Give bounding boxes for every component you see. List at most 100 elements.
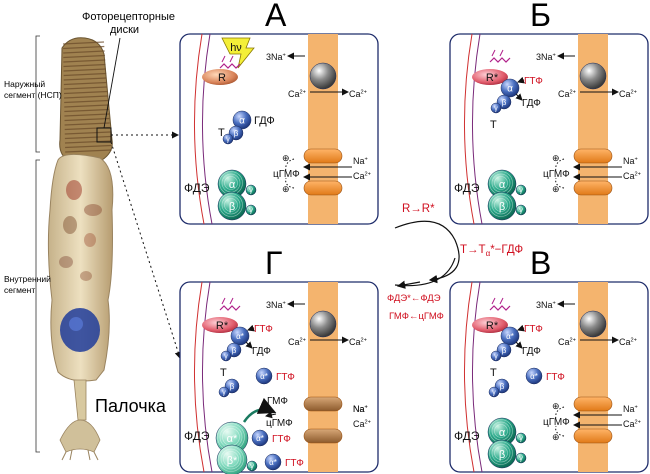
molecule-label: α* (256, 434, 264, 443)
cycle-step-1: R→R* (402, 203, 435, 215)
rhodopsin-active-label: R* (216, 320, 229, 332)
molecule-label: γ (519, 207, 523, 214)
cgmp-label: цГМФ (273, 169, 300, 180)
ca-in-label: Ca2+ (623, 419, 641, 429)
pde-beta: β (217, 191, 247, 221)
transducin-gamma-free: γ (218, 386, 230, 398)
cng-channel-bottom (573, 428, 613, 444)
cycle-step-3a: ФДЭ*←ФДЭ (387, 293, 441, 304)
plus-icon: ⊕ (282, 153, 290, 163)
gtp-arrow (247, 324, 255, 332)
molecule-label: γ (519, 435, 523, 442)
pde-gamma: γ (515, 432, 527, 444)
retinal-chain-icon (219, 55, 241, 69)
molecule-label: γ (249, 207, 253, 214)
cng-channel-top (573, 148, 613, 164)
molecule-label: γ (249, 187, 253, 194)
molecule-label: α (499, 427, 506, 439)
molecule-label: α (507, 84, 513, 95)
cng-channel-top (303, 396, 343, 412)
transducin-alpha: α* (500, 326, 520, 346)
disc-membrane-inner (202, 33, 213, 225)
cng-channel-top (303, 148, 343, 164)
rhodopsin (202, 69, 238, 85)
cgmp-binding-arc (555, 177, 565, 189)
exchanger-ball (579, 310, 607, 338)
molecule-label: α* (530, 372, 538, 381)
na-in-label: Na+ (623, 404, 638, 414)
ca-in-label: Ca2+ (623, 171, 641, 181)
pde-gamma: γ (245, 204, 257, 216)
cng-channel-bottom (303, 180, 343, 196)
pde-alpha: α (217, 169, 247, 199)
retinal-chain-icon (489, 297, 511, 311)
ca-right-label: Ca2+ (349, 89, 367, 99)
gtp-label: ГТФ (524, 76, 543, 87)
disc-membrane-inner (472, 281, 483, 473)
zoom-arrow-D (110, 141, 182, 359)
cycle-arrows: R→R* T→Tα*−ГДФ ФДЭ*←ФДЭ ГМФ←цГМФ (387, 203, 523, 322)
ca-right-label: Ca2+ (349, 337, 367, 347)
rhodopsin-active (472, 69, 508, 85)
cng-channel-bottom (573, 180, 613, 196)
panel-letter-C: В (530, 245, 551, 281)
panel-A: 3Na+Ca2+Ca2+Na+Ca2+цГМФ⊕⊕ФДЭhνRαβγГДФТαβ… (179, 33, 379, 225)
disc-membrane-inner (202, 281, 213, 473)
disc-membrane-outer (464, 281, 475, 473)
molecule-label: α (499, 179, 506, 191)
ca-left-label: Ca2+ (558, 337, 576, 347)
na-in-label: Na+ (353, 404, 368, 414)
ca-left-label: Ca2+ (288, 89, 306, 99)
transducin-gamma: γ (220, 350, 232, 362)
gtp-label: ГТФ (254, 324, 273, 335)
gtp-label: ГТФ (276, 372, 295, 383)
gtp-label: ГТФ (524, 324, 543, 335)
rhodopsin-label: R (218, 72, 226, 84)
molecule-label: α* (227, 433, 238, 445)
pde-gamma: γ (245, 184, 257, 196)
molecule-label: α (239, 116, 245, 127)
rod-cell-illustration (47, 37, 114, 461)
pde-gamma: γ (515, 452, 527, 464)
cycle-step-3b: ГМФ←цГМФ (389, 311, 444, 322)
molecule-label: β (229, 201, 235, 213)
molecule-label: β (502, 346, 507, 355)
transducin-alpha-active: α* (525, 367, 543, 385)
segment-brackets (35, 35, 40, 453)
gmp-conversion-arrow (242, 397, 277, 423)
pde-label: ФДЭ (454, 429, 480, 443)
molecule-label: β (500, 382, 505, 391)
plasma-membrane (308, 282, 338, 472)
retinal-chain-icon (489, 49, 511, 63)
na3-label: 3Na+ (266, 52, 286, 62)
plus-icon: ⊕ (552, 153, 560, 163)
rod-label: Палочка (95, 396, 167, 416)
pde-gamma: γ (515, 184, 527, 196)
cgmp-binding-arc (285, 177, 295, 189)
pde-gamma: γ (515, 204, 527, 216)
panel-B: 3Na+Ca2+Ca2+Na+Ca2+цГМФ⊕⊕ФДЭR*αβγГТФГДФТ… (449, 33, 649, 225)
hv-label: hν (230, 42, 242, 54)
cgmp-to-pde-arrow (265, 411, 277, 419)
plus-icon: ⊕ (552, 401, 560, 411)
transducin-label: Т (218, 127, 225, 139)
disc-membrane-inner (472, 33, 483, 225)
molecule-label: γ (222, 389, 226, 396)
molecule-label: α* (260, 372, 268, 381)
pde-beta: β (487, 191, 517, 221)
na-in-label: Na+ (623, 156, 638, 166)
pde-beta: β (487, 439, 517, 469)
molecule-label: γ (224, 353, 228, 360)
light-bolt-icon (221, 37, 255, 69)
rhodopsin-active-label: R* (486, 320, 499, 332)
disc-membrane-outer (194, 281, 205, 473)
panel-C: 3Na+Ca2+Ca2+Na+Ca2+цГМФ⊕⊕ФДЭR*α*βγГТФГДФ… (449, 281, 649, 473)
ca-left-label: Ca2+ (288, 337, 306, 347)
molecule-label: γ (492, 389, 496, 396)
molecule-label: γ (226, 136, 230, 143)
exchanger-ball (579, 62, 607, 90)
ca-right-label: Ca2+ (619, 337, 637, 347)
na3-label: 3Na+ (536, 300, 556, 310)
